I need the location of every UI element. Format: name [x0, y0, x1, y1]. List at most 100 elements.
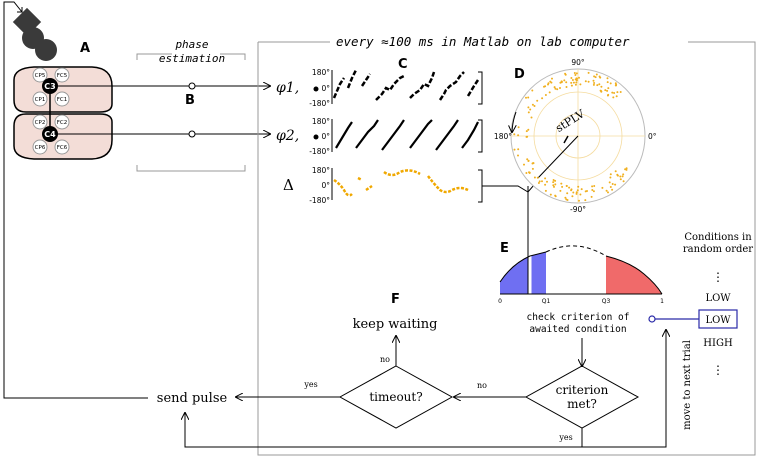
polar-point	[591, 185, 594, 188]
polar-point	[552, 179, 555, 181]
bracket	[478, 71, 483, 105]
polar-point	[608, 181, 611, 184]
polar-point	[616, 173, 619, 176]
move-next-trial-label: move to next trial	[682, 340, 693, 430]
phase-box-title: phase	[174, 38, 208, 51]
polar-point	[605, 189, 608, 192]
conditions-title: Conditions in	[684, 232, 752, 243]
panel-label-b: B	[185, 93, 195, 108]
polar-point	[609, 82, 612, 85]
polar-point	[614, 82, 617, 85]
criterion-label: met?	[567, 397, 597, 411]
polar-point	[553, 185, 555, 188]
phi1-dot	[313, 86, 319, 92]
polar-point	[544, 189, 547, 192]
polar-point	[614, 170, 617, 173]
polar-point	[554, 179, 557, 182]
no-label: no	[380, 355, 390, 364]
polar-point	[530, 116, 533, 119]
polar-point	[619, 175, 622, 178]
phase-estimation-box: phase estimation	[136, 38, 246, 172]
polar-point	[600, 90, 603, 93]
condition-item: LOW	[705, 293, 731, 304]
polar-point	[599, 76, 602, 79]
polar-point	[554, 183, 557, 186]
polar-point	[606, 77, 609, 80]
timeout-label: timeout?	[369, 390, 422, 404]
ytick-label: 0°	[321, 181, 330, 190]
electrode-cp6	[32, 139, 48, 155]
polar-point	[590, 195, 593, 198]
polar-point	[529, 108, 532, 111]
polar-point	[592, 79, 595, 82]
polar-point	[536, 176, 539, 179]
polar-point	[612, 96, 615, 99]
polar-point	[560, 80, 563, 83]
phi2-dot	[313, 134, 319, 140]
polar-point	[570, 81, 573, 84]
phi1-trace	[332, 69, 480, 101]
polar-point	[554, 87, 557, 90]
electrode-fc5	[54, 67, 70, 83]
polar-point	[604, 89, 607, 92]
polar-point	[536, 99, 539, 102]
matlab-caption: every ≈100 ms in Matlab on lab computer	[336, 34, 630, 49]
polar-point	[523, 163, 525, 166]
polar-point	[547, 83, 549, 86]
polar-point	[619, 91, 622, 93]
ytick-label: 0°	[321, 132, 330, 141]
polar-point	[575, 79, 578, 82]
polar-point	[541, 180, 543, 183]
distribution-plot: 0 Q1 Q3 1 check criterion of awaited con…	[498, 186, 664, 335]
polar-point	[577, 185, 580, 188]
polar-point	[586, 190, 588, 192]
polar-point	[611, 188, 614, 191]
polar-point	[517, 134, 520, 137]
dist-tick: 0	[498, 298, 502, 305]
polar-point	[609, 186, 612, 188]
polar-point	[531, 89, 534, 92]
polar-point	[615, 95, 618, 98]
polar-point	[563, 79, 566, 82]
polar-point	[609, 173, 612, 176]
electrode-label: FC5	[57, 73, 68, 79]
conditions-list: Conditions in random order ⋮ LOW LOW HIG…	[648, 232, 753, 377]
polar-point	[552, 181, 555, 184]
polar-point	[575, 192, 578, 195]
ytick-label: -180°	[309, 147, 330, 156]
electrode-fc6	[54, 139, 70, 155]
polar-point	[570, 189, 573, 192]
send-pulse-label: send pulse	[157, 391, 228, 406]
polar-point	[528, 171, 531, 174]
polar-point	[593, 75, 596, 78]
polar-point	[572, 191, 575, 194]
panel-label-e: E	[500, 241, 509, 256]
polar-point	[614, 183, 617, 186]
signal-paths	[58, 83, 270, 137]
polar-point	[525, 96, 527, 99]
polar-point	[559, 81, 562, 84]
dist-tick: Q1	[542, 298, 551, 305]
matlab-frame: every ≈100 ms in Matlab on lab computer	[257, 34, 756, 456]
polar-point	[594, 76, 597, 79]
polar-point	[525, 130, 528, 133]
polar-point	[561, 185, 564, 188]
polar-point	[531, 103, 534, 106]
polar-point	[560, 182, 563, 185]
polar-point	[544, 85, 547, 88]
polar-point	[621, 175, 624, 178]
polar-point	[541, 97, 544, 100]
polar-point	[625, 168, 628, 171]
electrode-montage: CP5 FC5 C3 CP1 FC1 CP2 FC2 C4 CP6 FC6	[13, 66, 113, 160]
bracket	[478, 119, 483, 153]
ytick-label: -180°	[309, 99, 330, 108]
criterion-label: criterion	[556, 383, 609, 397]
polar-point	[616, 91, 619, 94]
electrode-cp2	[32, 114, 48, 130]
panel-label-a: A	[80, 41, 90, 56]
polar-point	[578, 199, 580, 202]
timeout-decision	[338, 365, 454, 429]
polar-point	[552, 184, 555, 187]
polar-points	[513, 71, 628, 202]
yes-label: yes	[303, 380, 317, 389]
